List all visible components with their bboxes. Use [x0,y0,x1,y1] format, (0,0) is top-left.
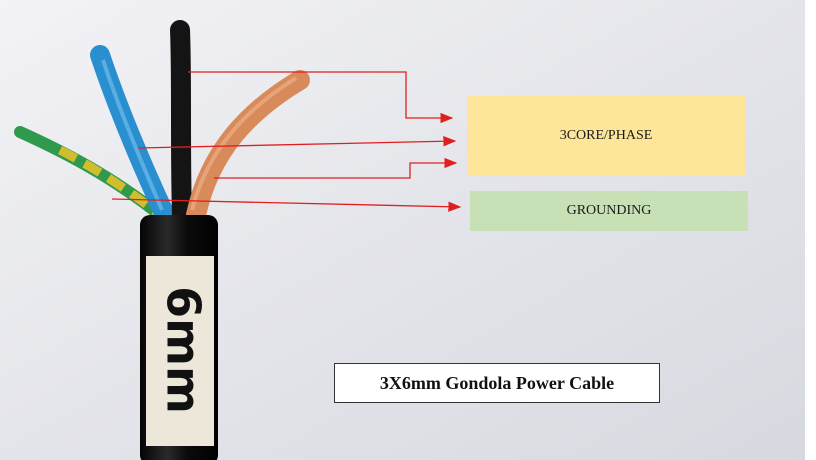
phase-label: 3CORE/PHASE [559,128,653,143]
arrow-black-wire [188,71,454,124]
arrow-ground-wire [111,198,462,212]
black-phase-wire [170,20,192,225]
ground-wire [14,126,166,221]
phase-label-box: 3CORE/PHASE [467,96,745,176]
blue-wire-highlight [101,59,164,211]
cable-tape-label [146,256,214,446]
annotation-arrows [111,71,462,212]
brown-phase-wire [186,70,310,225]
arrow-brown-wire [214,157,458,179]
svg-text:6mm: 6mm [157,286,211,414]
grounding-label-box: GROUNDING [470,191,748,231]
handwritten-6mm: 6mm [157,286,211,414]
caption-box: 3X6mm Gondola Power Cable [334,363,660,403]
right-edge-shadow [805,0,816,460]
brown-wire-highlight [190,76,298,211]
grounding-label: GROUNDING [566,203,652,218]
caption-text: 3X6mm Gondola Power Cable [379,372,615,393]
arrow-blue-wire [137,136,457,149]
